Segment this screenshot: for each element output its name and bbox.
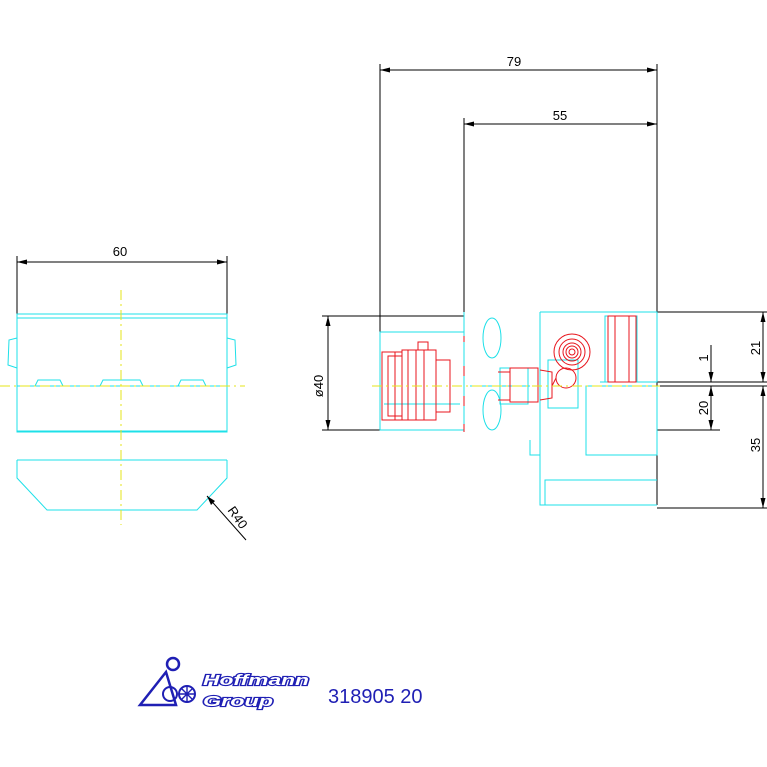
dim-label-79: 79 bbox=[507, 54, 521, 69]
front-view-body bbox=[7, 313, 237, 511]
dim-label-1: 1 bbox=[696, 354, 711, 361]
front-view: 60 R40 bbox=[0, 244, 251, 541]
dim-label-55: 55 bbox=[553, 108, 567, 123]
dimension-diameter: ø40 bbox=[311, 315, 464, 431]
dimension-radius-left: R40 bbox=[206, 495, 251, 541]
dimension-heights: 21 35 1 20 bbox=[600, 311, 767, 509]
dim-label-r40: R40 bbox=[225, 503, 251, 531]
title-block: Hoffmann Group 318905 20 bbox=[137, 656, 423, 711]
dim-label-21: 21 bbox=[748, 341, 763, 355]
hoffmann-group-logo-icon bbox=[137, 656, 196, 707]
side-view: 79 55 ø40 bbox=[311, 54, 767, 509]
dim-label-35: 35 bbox=[748, 438, 763, 452]
side-view-internal-parts bbox=[381, 315, 637, 432]
part-number: 318905 20 bbox=[328, 686, 423, 708]
dim-label-20: 20 bbox=[696, 401, 711, 415]
dim-label-60: 60 bbox=[113, 244, 127, 259]
dimension-width-left: 60 bbox=[16, 244, 228, 318]
brand-name-line1: Hoffmann bbox=[203, 672, 309, 689]
dimension-overall-length: 79 bbox=[379, 54, 658, 505]
dim-label-diameter: ø40 bbox=[311, 375, 326, 397]
brand-name-line2: Group bbox=[203, 693, 273, 710]
